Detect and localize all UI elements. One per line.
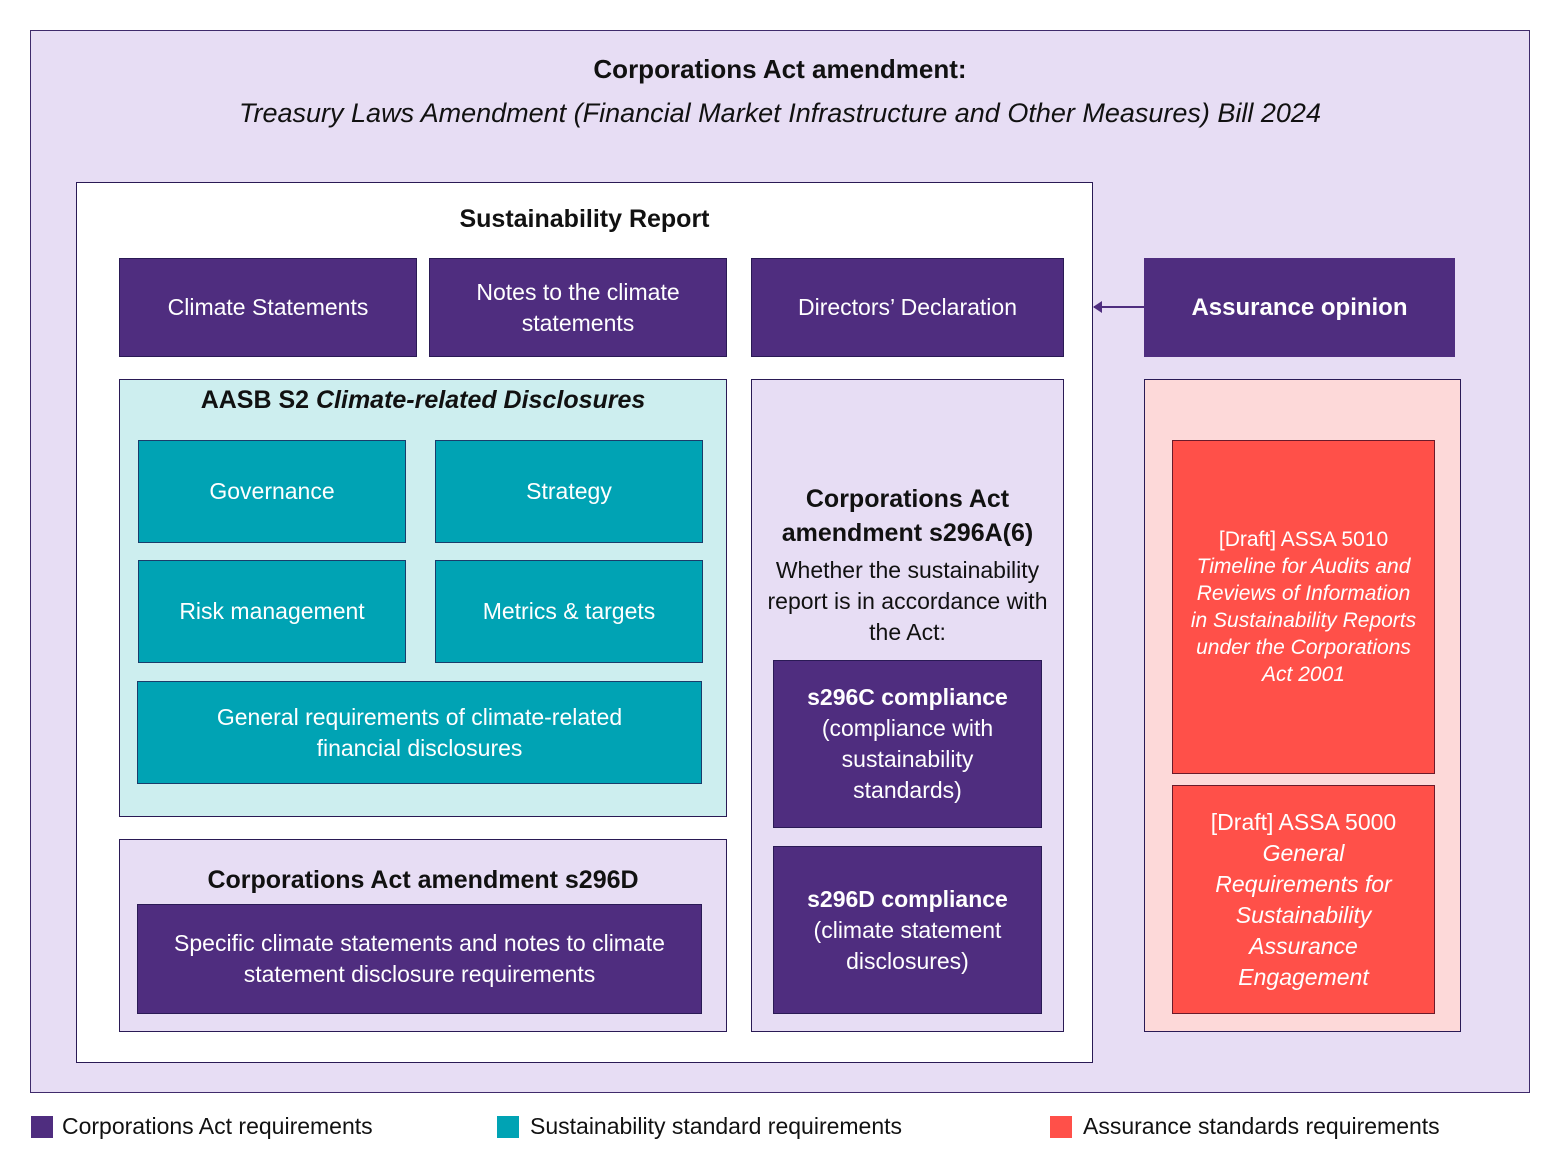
assa-5010-title: Timeline for Audits and Reviews of Infor…	[1190, 555, 1417, 686]
arrow-line	[1094, 306, 1144, 308]
legend-swatch-sustainability	[497, 1116, 519, 1138]
legend-label-assurance: Assurance standards requirements	[1083, 1113, 1440, 1139]
arrow-head-icon	[1093, 301, 1102, 313]
assa-5000-title: General Requirements for Sustainability …	[1215, 839, 1392, 990]
s296d-compliance-label: s296D compliance	[807, 885, 1008, 912]
s296d-compliance-text: (climate statement disclosures)	[813, 916, 1002, 974]
strategy-box: Strategy	[435, 440, 703, 543]
s296c-compliance-box: s296C compliance (compliance with sustai…	[773, 660, 1042, 828]
s296c-text: (compliance with sustainability standard…	[821, 715, 994, 803]
legend-label-corporations: Corporations Act requirements	[62, 1113, 373, 1139]
assa-5000-code: [Draft] ASSA 5000	[1210, 808, 1397, 835]
assa-5010-code: [Draft] ASSA 5010	[1218, 528, 1389, 551]
s296a-text: Whether the sustainability report is in …	[767, 557, 1048, 645]
directors-declaration-box: Directors’ Declaration	[751, 258, 1064, 357]
governance-box: Governance	[138, 440, 406, 543]
metrics-targets-box: Metrics & targets	[435, 560, 703, 663]
sustainability-report-title: Sustainability Report	[459, 205, 710, 233]
assa-5010-box: [Draft] ASSA 5010 Timeline for Audits an…	[1172, 440, 1435, 774]
risk-management-box: Risk management	[138, 560, 406, 663]
legend-swatch-corporations	[31, 1116, 53, 1138]
s296c-label: s296C compliance	[807, 684, 1008, 710]
aasb-s2-title: AASB S2 Climate-related Disclosures	[200, 386, 646, 414]
general-requirements-box: General requirements of climate-related …	[137, 681, 702, 784]
s296d-compliance-box: s296D compliance (climate statement disc…	[773, 846, 1042, 1014]
s296d-title: Corporations Act amendment s296D	[207, 866, 639, 894]
assa-5000-box: [Draft] ASSA 5000 General Requirements f…	[1172, 785, 1435, 1014]
assurance-opinion-box: Assurance opinion	[1144, 258, 1455, 357]
climate-statements-box: Climate Statements	[119, 258, 417, 357]
notes-box: Notes to the climate statements	[429, 258, 727, 357]
diagram-title: Corporations Act amendment:	[593, 54, 967, 84]
s296a-title: Corporations Act amendment s296A(6)	[781, 485, 1034, 547]
diagram-subtitle: Treasury Laws Amendment (Financial Marke…	[239, 98, 1321, 128]
legend-swatch-assurance	[1050, 1116, 1072, 1138]
s296d-requirements-box: Specific climate statements and notes to…	[137, 904, 702, 1014]
legend-label-sustainability: Sustainability standard requirements	[530, 1113, 903, 1139]
